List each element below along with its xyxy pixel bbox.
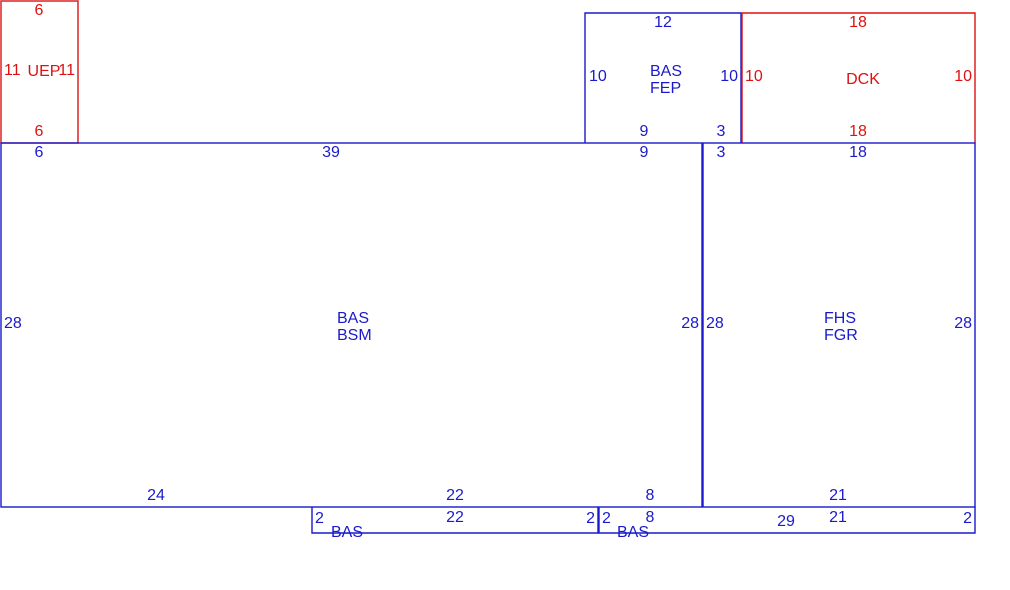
area-bas-bsm-side-top-left: 6 — [35, 144, 44, 161]
area-bas-fep-side-top: 12 — [654, 14, 672, 31]
area-bas-fep-side-left: 10 — [589, 68, 607, 85]
area-uep[interactable]: 6 11 UEP 11 6 — [0, 0, 79, 144]
area-bas-bsm-side-bottom-left: 24 — [147, 487, 165, 504]
area-bas-fep-side-bottom-left: 9 — [640, 123, 649, 140]
area-bas-fep[interactable]: 12 10 BAS FEP 10 9 3 — [584, 12, 742, 143]
area-bas-strip-2-outline — [598, 507, 976, 534]
area-bas-bsm[interactable]: 6 39 9 28 BAS BSM 28 24 22 8 — [0, 142, 703, 508]
area-uep-side-top: 6 — [35, 2, 44, 19]
area-fhs-fgr-side-top: 18 — [849, 144, 867, 161]
area-bas-bsm-side-top-right: 9 — [640, 144, 649, 161]
area-bas-bsm-outline — [0, 142, 703, 508]
area-bas-strip-2-side-left: 2 — [602, 510, 611, 527]
area-dck-side-top: 18 — [849, 14, 867, 31]
area-bas-strip-1[interactable]: 2 22 2 BAS — [311, 507, 599, 541]
area-bas-fep-side-right: 10 — [720, 68, 738, 85]
area-fhs-fgr-side-top-left: 3 — [717, 144, 726, 161]
area-fhs-fgr[interactable]: 3 18 28 FHS FGR 28 21 — [702, 142, 976, 508]
area-bas-strip-2-side-right: 2 — [963, 510, 972, 527]
area-fhs-fgr-name-line2: FGR — [824, 327, 858, 344]
area-bas-strip-1-side-top: 22 — [446, 509, 464, 526]
area-dck[interactable]: 18 10 DCK 10 18 — [741, 12, 976, 143]
area-bas-strip-2[interactable]: 2 8 29 21 2 BAS — [598, 507, 976, 541]
area-fhs-fgr-name-line1: FHS — [824, 310, 856, 327]
area-bas-bsm-side-left: 28 — [4, 315, 22, 332]
area-dck-name: DCK — [846, 71, 880, 88]
area-bas-strip-2-side-mid: 29 — [777, 513, 795, 530]
area-uep-side-bottom: 6 — [35, 123, 44, 140]
area-bas-strip-2-side-top-left: 8 — [646, 509, 655, 526]
area-fhs-fgr-side-left: 28 — [706, 315, 724, 332]
area-dck-side-left: 10 — [745, 68, 763, 85]
area-bas-fep-outline — [584, 12, 742, 143]
area-bas-fep-name-line1: BAS — [650, 63, 682, 80]
area-uep-side-right: 11 — [58, 62, 75, 79]
area-bas-fep-side-bottom-right: 3 — [717, 123, 726, 140]
area-bas-bsm-side-top: 39 — [322, 144, 340, 161]
area-uep-side-left: 11 — [4, 62, 21, 79]
area-bas-strip-2-name: BAS — [617, 524, 649, 541]
area-bas-bsm-name-line2: BSM — [337, 327, 372, 344]
area-fhs-fgr-outline — [702, 142, 976, 508]
area-bas-bsm-side-bottom-mid: 22 — [446, 487, 464, 504]
area-bas-bsm-side-right: 28 — [681, 315, 699, 332]
area-bas-strip-1-side-right: 2 — [586, 510, 595, 527]
area-bas-strip-1-side-left: 2 — [315, 510, 324, 527]
area-bas-strip-1-name: BAS — [331, 524, 363, 541]
area-fhs-fgr-side-right: 28 — [954, 315, 972, 332]
area-bas-fep-name-line2: FEP — [650, 80, 681, 97]
area-dck-side-bottom: 18 — [849, 123, 867, 140]
area-bas-bsm-name-line1: BAS — [337, 310, 369, 327]
area-bas-strip-2-side-top: 21 — [829, 509, 847, 526]
area-bas-bsm-side-bottom-right: 8 — [646, 487, 655, 504]
area-dck-side-right: 10 — [954, 68, 972, 85]
area-fhs-fgr-side-bottom: 21 — [829, 487, 847, 504]
area-dck-outline — [741, 12, 976, 143]
area-bas-strip-1-outline — [311, 507, 599, 534]
area-uep-name: UEP — [28, 63, 61, 80]
